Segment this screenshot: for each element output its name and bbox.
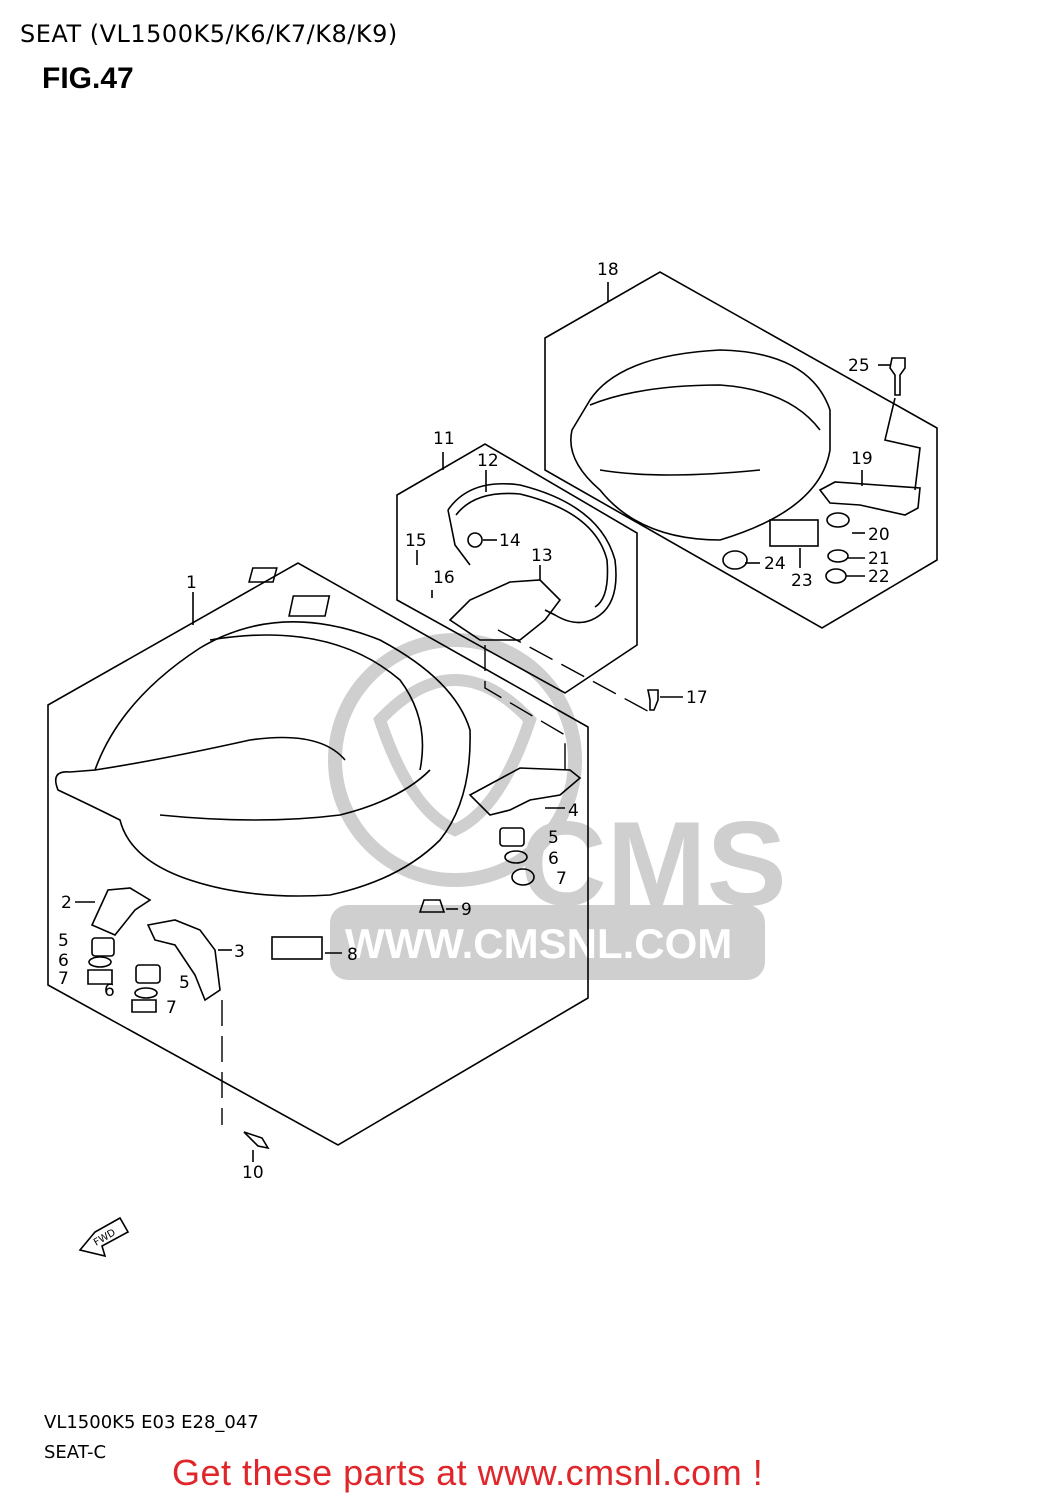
rear-seat-seam-2: [599, 469, 761, 476]
rear-seat-seam: [589, 384, 821, 431]
front-seat: [54, 621, 471, 897]
assembly-line-17: [497, 629, 656, 716]
callout-24: 24: [764, 554, 786, 574]
callout-19: 19: [851, 449, 873, 469]
washer-6-mid: [134, 987, 158, 999]
cushion-9: [418, 899, 446, 913]
bracket-13: [448, 579, 562, 641]
cms-watermark: CMS WWW.CMSNL.COM: [328, 633, 787, 980]
callout-2: 2: [61, 893, 72, 913]
watermark-emblem-inner: [373, 674, 537, 837]
callout-6-mid: 6: [104, 981, 115, 1001]
watermark-url-box: [330, 905, 765, 980]
callout-14: 14: [499, 531, 521, 551]
washer-6-left: [88, 956, 112, 968]
page-title: SEAT (VL1500K5/K6/K7/K8/K9): [20, 20, 398, 48]
bolt-17: [647, 689, 659, 711]
callout-17: 17: [686, 688, 708, 708]
callout-20: 20: [868, 525, 890, 545]
clamp-8: [271, 936, 323, 960]
promo-link[interactable]: Get these parts at www.cmsnl.com !: [172, 1452, 764, 1493]
leader-25-path: [884, 397, 921, 491]
callout-7-mid: 7: [166, 998, 177, 1018]
rear-seat-group-outline: [544, 271, 938, 629]
callout-12: 12: [477, 451, 499, 471]
callout-22: 22: [868, 567, 890, 587]
rear-seat: [570, 349, 831, 541]
callout-5-right: 5: [548, 828, 559, 848]
callout-1: 1: [186, 573, 197, 593]
callout-labels: 1 2 3 4 5 6 7 5 6 7 5 6 7 8 9 10 11 12 1…: [58, 260, 890, 1183]
pad-16: [288, 595, 331, 617]
nut-7-right: [511, 868, 535, 886]
section-code: SEAT-C: [44, 1442, 107, 1463]
cushion-20: [826, 512, 850, 528]
assembly-line-4: [484, 645, 566, 770]
watermark-url: WWW.CMSNL.COM: [345, 920, 732, 967]
nut-7-left: [87, 969, 113, 985]
grommet-14: [467, 532, 483, 548]
callout-7-left: 7: [58, 969, 69, 989]
callout-21: 21: [868, 549, 890, 569]
bracket-4: [468, 767, 582, 816]
cushion-24: [722, 550, 748, 570]
bracket-19: [818, 481, 921, 516]
callout-8: 8: [347, 945, 358, 965]
callout-9: 9: [461, 900, 472, 920]
callout-4: 4: [568, 801, 579, 821]
callout-18: 18: [597, 260, 619, 280]
front-seat-seam-2: [209, 634, 424, 771]
handle-group-outline: [396, 443, 638, 694]
washer-6-right: [504, 850, 528, 864]
damper-5-right: [499, 827, 525, 847]
callout-3: 3: [234, 942, 245, 962]
damper-5-mid: [135, 964, 161, 984]
callout-11: 11: [433, 429, 455, 449]
bracket-3: [146, 919, 221, 1002]
callout-23: 23: [791, 571, 813, 591]
fwd-arrow: FWD: [78, 1216, 130, 1258]
callout-6-right: 6: [548, 849, 559, 869]
callout-13: 13: [531, 546, 553, 566]
bolt-10: [243, 1131, 270, 1150]
clamp-23: [769, 519, 819, 547]
nut-22: [825, 568, 847, 584]
grab-rail-12: [447, 482, 617, 624]
grab-rail-12-end: [447, 509, 471, 566]
figure-label: FIG.47: [42, 62, 134, 95]
callout-25: 25: [848, 356, 870, 376]
washer-21: [827, 549, 849, 563]
diagram-code: VL1500K5 E03 E28_047: [44, 1412, 259, 1433]
watermark-emblem: [328, 633, 582, 887]
grab-rail-12-inner: [455, 492, 609, 608]
callout-5-mid: 5: [179, 973, 190, 993]
callout-6-left: 6: [58, 951, 69, 971]
front-seat-group-outline: [47, 562, 589, 1146]
pad-15: [248, 567, 278, 583]
front-seat-seam-3: [159, 769, 431, 821]
callout-15: 15: [405, 531, 427, 551]
front-seat-seam: [94, 736, 346, 771]
nut-7-mid: [131, 999, 157, 1013]
callout-10: 10: [242, 1163, 264, 1183]
callout-16: 16: [433, 568, 455, 588]
fwd-arrow-shape: [78, 1216, 130, 1258]
callout-7-right: 7: [556, 869, 567, 889]
bolt-25: [889, 357, 906, 396]
bracket-2: [90, 887, 152, 936]
damper-5-left: [91, 937, 115, 957]
callout-5-left: 5: [58, 931, 69, 951]
